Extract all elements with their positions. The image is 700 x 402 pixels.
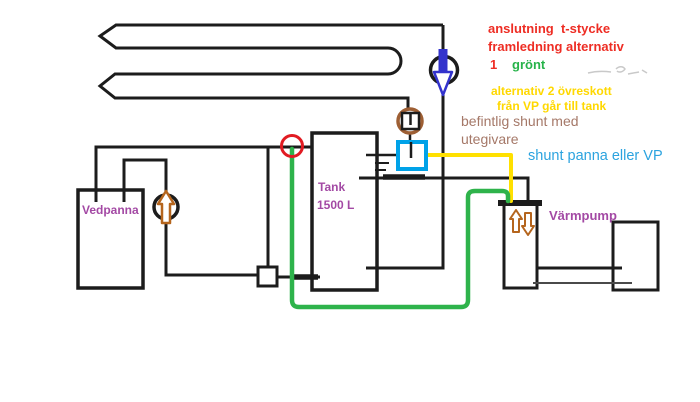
buffer-tank-box	[310, 131, 379, 292]
tank-port-hash-marks	[375, 162, 389, 171]
annotation-red-number: 1	[490, 57, 498, 72]
annotation-red-line1: anslutning t-stycke	[488, 21, 611, 36]
green-alt1-line	[289, 146, 511, 310]
annotation-yellow-line2: från VP går till tank	[497, 99, 607, 113]
junction-valve-square	[256, 265, 279, 288]
radiator-serpentine-pipe	[97, 23, 443, 110]
radiator-pump-icon	[428, 49, 460, 97]
annotation-brown-line2: utegivare	[461, 131, 519, 147]
radiator-return-valve-icon	[396, 107, 424, 135]
boiler-return-pipe	[122, 158, 258, 277]
heat-pump-down-arrow-icon	[521, 212, 535, 236]
heat-pump-up-arrow-icon	[509, 209, 523, 233]
yellow-alt2-line	[424, 153, 513, 203]
boiler-supply-pipe	[94, 145, 312, 202]
t-piece-marker-circle	[280, 134, 304, 158]
tank-label-line1: Tank	[318, 180, 346, 194]
eraser-smudge	[587, 66, 648, 75]
annotation-blue-line: shunt panna eller VP	[528, 148, 663, 164]
heat-pump-outdoor-box	[611, 220, 660, 292]
radiator-supply-pipe	[366, 25, 445, 270]
tank-label-line2: 1500 L	[317, 198, 355, 212]
boiler-pump-icon	[152, 189, 180, 225]
wood-boiler-label: Vedpanna	[82, 203, 139, 217]
wood-boiler-box	[76, 188, 145, 290]
annotation-brown-line1: befintlig shunt med	[461, 113, 579, 129]
annotation-green-word: grönt	[512, 57, 546, 72]
heat-pump-label: Värmpump	[549, 208, 617, 223]
annotation-red-line2: framledning alternativ	[488, 39, 624, 54]
annotation-yellow-line1: alternativ 2 övreskott	[491, 84, 612, 98]
existing-shunt-icon	[396, 140, 428, 171]
